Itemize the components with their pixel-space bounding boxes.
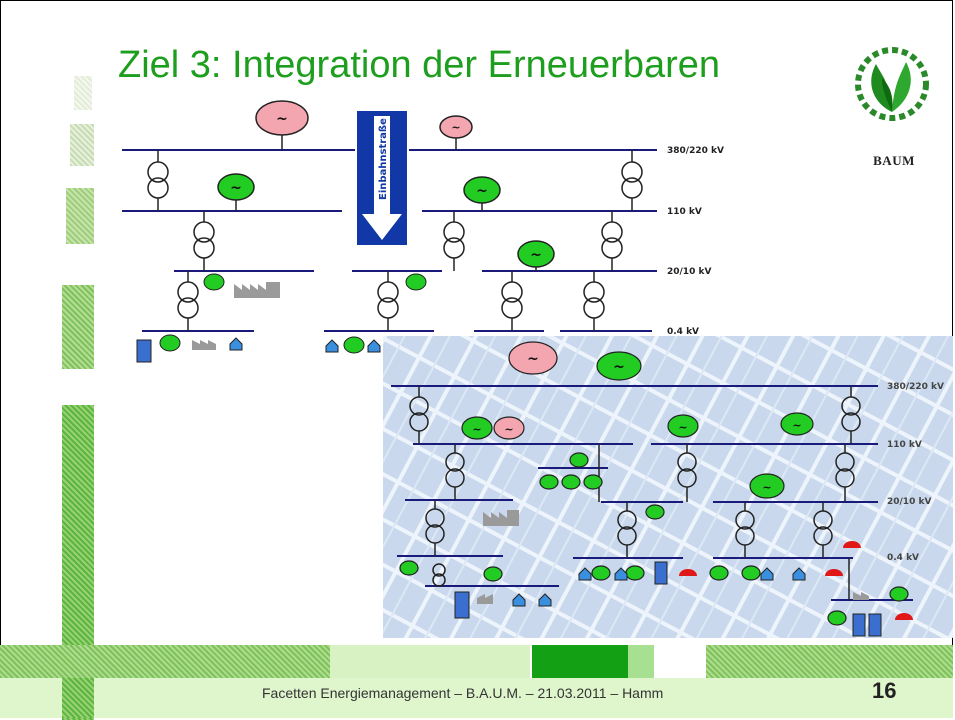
factory-icon	[234, 282, 280, 298]
one-way-arrow-sign: Einbahnstraße	[355, 109, 409, 247]
renewable-generator-icon	[405, 273, 427, 291]
baum-logo-icon	[855, 47, 929, 121]
conventional-generator-icon	[255, 100, 309, 136]
generator-symbol: ~	[276, 111, 288, 127]
left-deco-block-2	[70, 124, 94, 166]
house-icon	[792, 567, 806, 581]
renewable-generator-icon	[463, 176, 501, 204]
office-building-icon	[868, 613, 882, 637]
slide-title: Ziel 3: Integration der Erneuerbaren	[118, 44, 721, 86]
footer-band-right	[706, 645, 953, 678]
house-icon	[512, 593, 526, 607]
voltage-label-20: 20/10 kV	[667, 267, 711, 277]
map-voltage-label-20: 20/10 kV	[887, 497, 931, 507]
transformers-top	[147, 150, 643, 331]
heat-pump-icon	[825, 569, 843, 576]
office-building-icon	[852, 613, 866, 637]
house-icon	[538, 593, 552, 607]
heat-pump-icon	[679, 569, 697, 576]
renewable-generator-icon	[159, 334, 181, 352]
footer-band-mid	[628, 645, 654, 678]
consumers-top	[136, 282, 381, 363]
left-deco-block-1	[74, 76, 92, 110]
map-voltage-label-04: 0.4 kV	[887, 553, 919, 563]
generator-symbol: ~	[678, 421, 687, 434]
house-icon	[367, 339, 381, 353]
map-voltage-label-110: 110 kV	[887, 440, 922, 450]
generator-symbol: ~	[530, 247, 542, 263]
arrow-label: Einbahnstraße	[378, 118, 389, 200]
renewable-generator-icon	[203, 273, 225, 291]
office-building-icon	[454, 591, 470, 619]
voltage-label-110: 110 kV	[667, 207, 702, 217]
footer-bottom-left-stripe	[62, 678, 94, 718]
left-deco-block-3	[66, 188, 94, 244]
map-voltage-label-380: 380/220 kV	[887, 382, 944, 392]
grid-diagram-map: ~ ~ ~ ~ ~ ~ ~ 380/220 kV 110 kV 20/10 kV…	[383, 336, 953, 638]
heat-pump-icon	[895, 613, 913, 620]
renewable-generator-icon	[517, 240, 555, 268]
generator-symbol: ~	[762, 481, 771, 494]
house-icon	[325, 339, 339, 353]
page-number: 16	[872, 678, 897, 703]
footer-bottom-band	[0, 678, 953, 718]
voltage-label-04: 0.4 kV	[667, 327, 699, 337]
generator-symbol: ~	[613, 359, 625, 375]
office-building-icon	[654, 561, 668, 585]
house-icon	[578, 567, 592, 581]
house-icon	[614, 567, 628, 581]
conventional-generator-icon	[439, 115, 473, 139]
office-building-icon	[136, 339, 152, 363]
renewable-generator-icon	[343, 336, 365, 354]
renewable-generator-icon	[217, 173, 255, 201]
footer-band-dark	[0, 645, 330, 678]
logo-text: BAUM	[873, 153, 915, 168]
left-deco-block-4	[62, 285, 94, 369]
factory-icon	[477, 594, 493, 604]
generators-top	[159, 100, 555, 354]
generator-symbol: ~	[230, 180, 242, 196]
voltage-label-380: 380/220 kV	[667, 146, 724, 156]
factory-icon	[853, 592, 869, 600]
generator-symbol: ~	[451, 121, 460, 134]
generator-symbol: ~	[504, 423, 513, 436]
heat-pump-icon	[843, 541, 861, 548]
generator-symbol: ~	[792, 419, 801, 432]
factory-icon	[483, 510, 519, 526]
grid-diagram-top: ~ ~ ~ ~ ~ Einbahnstraße 380/220 kV 110 k…	[112, 100, 730, 372]
house-icon	[760, 567, 774, 581]
generator-symbol: ~	[476, 183, 488, 199]
generator-symbol: ~	[527, 351, 539, 367]
footer-band-light	[330, 645, 530, 678]
factory-icon	[192, 340, 216, 350]
footer-band-accent	[532, 645, 628, 678]
footer-text: Facetten Energiemanagement – B.A.U.M. – …	[262, 685, 664, 701]
house-icon	[229, 337, 243, 351]
generator-symbol: ~	[472, 423, 481, 436]
